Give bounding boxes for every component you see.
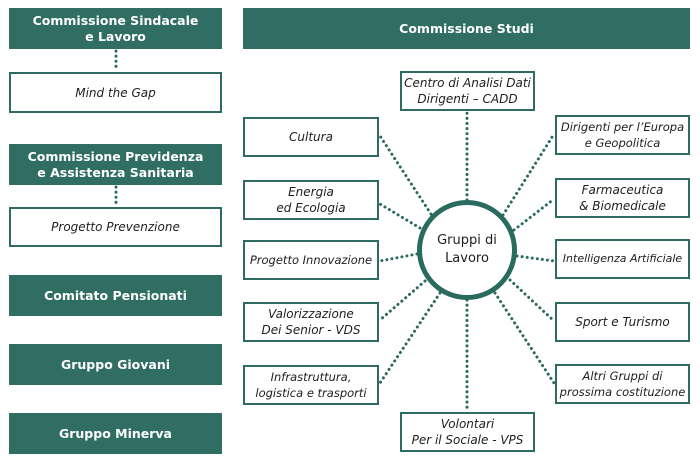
connector-hub-europa (501, 132, 556, 217)
group-europa-label: Dirigenti per l’Europa e Geopolitica (560, 120, 685, 150)
commissione-studi-header: Commissione Studi (243, 8, 690, 49)
group-energia-label: Energia ed Ecologia (276, 185, 346, 215)
comitato-pensionati-box: Comitato Pensionati (9, 275, 222, 316)
group-ia-label: Intelligenza Artificiale (562, 252, 683, 265)
commissione-previdenza-label: Commissione Previdenza e Assistenza Sani… (27, 148, 204, 180)
group-ia-box: Intelligenza Artificiale (555, 239, 690, 279)
gruppo-minerva-label: Gruppo Minerva (58, 425, 172, 441)
group-infrastruttura-box: Infrastruttura, logistica e trasporti (243, 365, 379, 405)
commissione-sindacale-header: Commissione Sindacale e Lavoro (9, 8, 222, 49)
connector-hub-farmaceutica (512, 197, 556, 232)
group-farmaceutica-label: Farmaceutica & Biomedicale (579, 183, 666, 213)
commissione-sindacale-label: Commissione Sindacale e Lavoro (32, 12, 199, 44)
group-altri-label: Altri Gruppi di prossima costituzione (559, 369, 686, 399)
connector-hub-sport (508, 278, 556, 323)
gruppo-minerva-box: Gruppo Minerva (9, 413, 222, 454)
gruppo-giovani-box: Gruppo Giovani (9, 344, 222, 385)
connector-hub-vds (378, 279, 427, 322)
progetto-prevenzione-box: Progetto Prevenzione (9, 207, 222, 247)
group-vds-label: Valorizzazione Dei Senior - VDS (261, 307, 361, 337)
group-altri-box: Altri Gruppi di prossima costituzione (555, 364, 690, 404)
group-innovazione-label: Progetto Innovazione (249, 253, 373, 267)
group-farmaceutica-box: Farmaceutica & Biomedicale (555, 178, 690, 218)
group-vds-box: Valorizzazione Dei Senior - VDS (243, 302, 379, 342)
group-energia-box: Energia ed Ecologia (243, 180, 379, 220)
group-cadd-box: Centro di Analisi Dati Dirigenti – CADD (400, 71, 535, 111)
gruppi-di-lavoro-hub: Gruppi di Lavoro (417, 200, 517, 300)
connector-hub-ia (515, 254, 556, 263)
gruppo-giovani-label: Gruppo Giovani (60, 356, 171, 372)
commissione-studi-label: Commissione Studi (399, 20, 534, 36)
comitato-pensionati-label: Comitato Pensionati (44, 287, 187, 303)
progetto-prevenzione-label: Progetto Prevenzione (51, 220, 180, 234)
group-innovazione-box: Progetto Innovazione (243, 240, 379, 280)
group-infrastruttura-label: Infrastruttura, logistica e trasporti (255, 370, 367, 400)
group-sport-label: Sport e Turismo (575, 315, 670, 329)
mind-the-gap-label: Mind the Gap (75, 85, 156, 100)
hub-label: Gruppi di Lavoro (437, 233, 497, 266)
group-europa-box: Dirigenti per l’Europa e Geopolitica (555, 115, 690, 155)
group-sport-box: Sport e Turismo (555, 302, 690, 342)
group-vps-label: Volontari Per il Sociale - VPS (411, 417, 524, 447)
connector-hub-innovazione (378, 252, 419, 263)
commissione-previdenza-header: Commissione Previdenza e Assistenza Sani… (9, 144, 222, 185)
connector-hub-altri (493, 291, 556, 385)
mind-the-gap-box: Mind the Gap (9, 72, 222, 113)
group-cultura-label: Cultura (289, 130, 333, 144)
connector-hub-cultura (378, 134, 433, 216)
group-vps-box: Volontari Per il Sociale - VPS (400, 412, 535, 452)
group-cadd-label: Centro di Analisi Dati Dirigenti – CADD (404, 76, 531, 106)
connector-hub-energia (378, 202, 422, 230)
group-cultura-box: Cultura (243, 117, 379, 157)
connector-hub-infrastruttura (378, 291, 442, 385)
